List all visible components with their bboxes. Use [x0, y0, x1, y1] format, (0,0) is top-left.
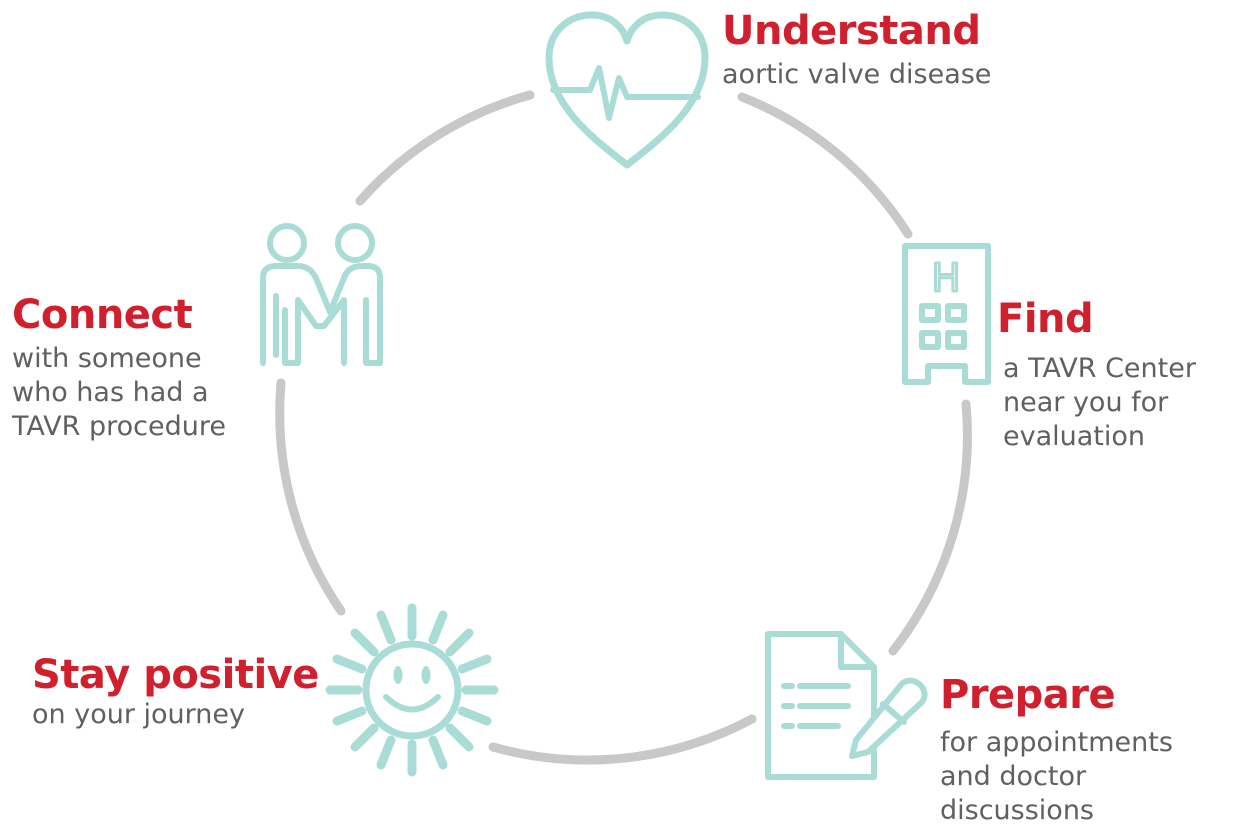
step-understand-title: Understand	[722, 8, 981, 54]
step-understand: Understand aortic valve disease	[722, 8, 1102, 92]
step-understand-description: aortic valve disease	[722, 58, 1102, 92]
step-find-desc-line: a TAVR Center	[1003, 353, 1196, 384]
hospital-building-icon: H	[902, 243, 991, 385]
step-prepare-title: Prepare	[940, 672, 1116, 718]
ring-arc-understand-find	[737, 92, 913, 239]
step-find-desc-line: evaluation	[1003, 421, 1146, 452]
step-stay-positive-desc-line: on your journey	[32, 699, 245, 730]
step-connect: Connect with someone who has had a TAVR …	[12, 292, 272, 444]
step-prepare-desc-line: discussions	[940, 795, 1094, 826]
step-connect-title: Connect	[12, 292, 193, 338]
step-find: Find a TAVR Center near you for evaluati…	[995, 296, 1243, 454]
step-stay-positive-title: Stay positive	[32, 652, 319, 698]
ring-arc-find-prepare	[888, 399, 972, 656]
document-pen-icon	[765, 631, 928, 780]
step-connect-desc-line: TAVR procedure	[12, 411, 226, 442]
step-understand-desc-line: aortic valve disease	[722, 59, 992, 90]
cycle-ring	[275, 90, 972, 765]
step-find-desc-line: near you for	[1003, 387, 1169, 418]
step-connect-desc-line: with someone	[12, 343, 202, 374]
step-prepare-desc-line: for appointments	[940, 727, 1173, 758]
smiling-sun-icon	[325, 603, 499, 777]
ring-arc-connect-understand	[355, 90, 535, 206]
step-connect-description: with someone who has had a TAVR procedur…	[12, 342, 272, 444]
hospital-sign-text: H	[932, 256, 961, 300]
step-find-description: a TAVR Center near you for evaluation	[995, 352, 1243, 454]
ring-arc-prepare-stay	[488, 714, 757, 765]
step-connect-desc-line: who has had a	[12, 377, 209, 408]
ring-arc-stay-connect	[275, 378, 346, 616]
heart-heartbeat-icon	[545, 11, 709, 169]
step-stay-positive: Stay positive on your journey	[32, 652, 332, 732]
step-find-title: Find	[997, 296, 1094, 342]
two-people-holding-hands-icon	[260, 223, 383, 366]
step-prepare: Prepare for appointments and doctor disc…	[940, 672, 1240, 828]
step-prepare-description: for appointments and doctor discussions	[940, 726, 1240, 828]
step-prepare-desc-line: and doctor	[940, 761, 1087, 792]
step-stay-positive-description: on your journey	[32, 698, 332, 732]
